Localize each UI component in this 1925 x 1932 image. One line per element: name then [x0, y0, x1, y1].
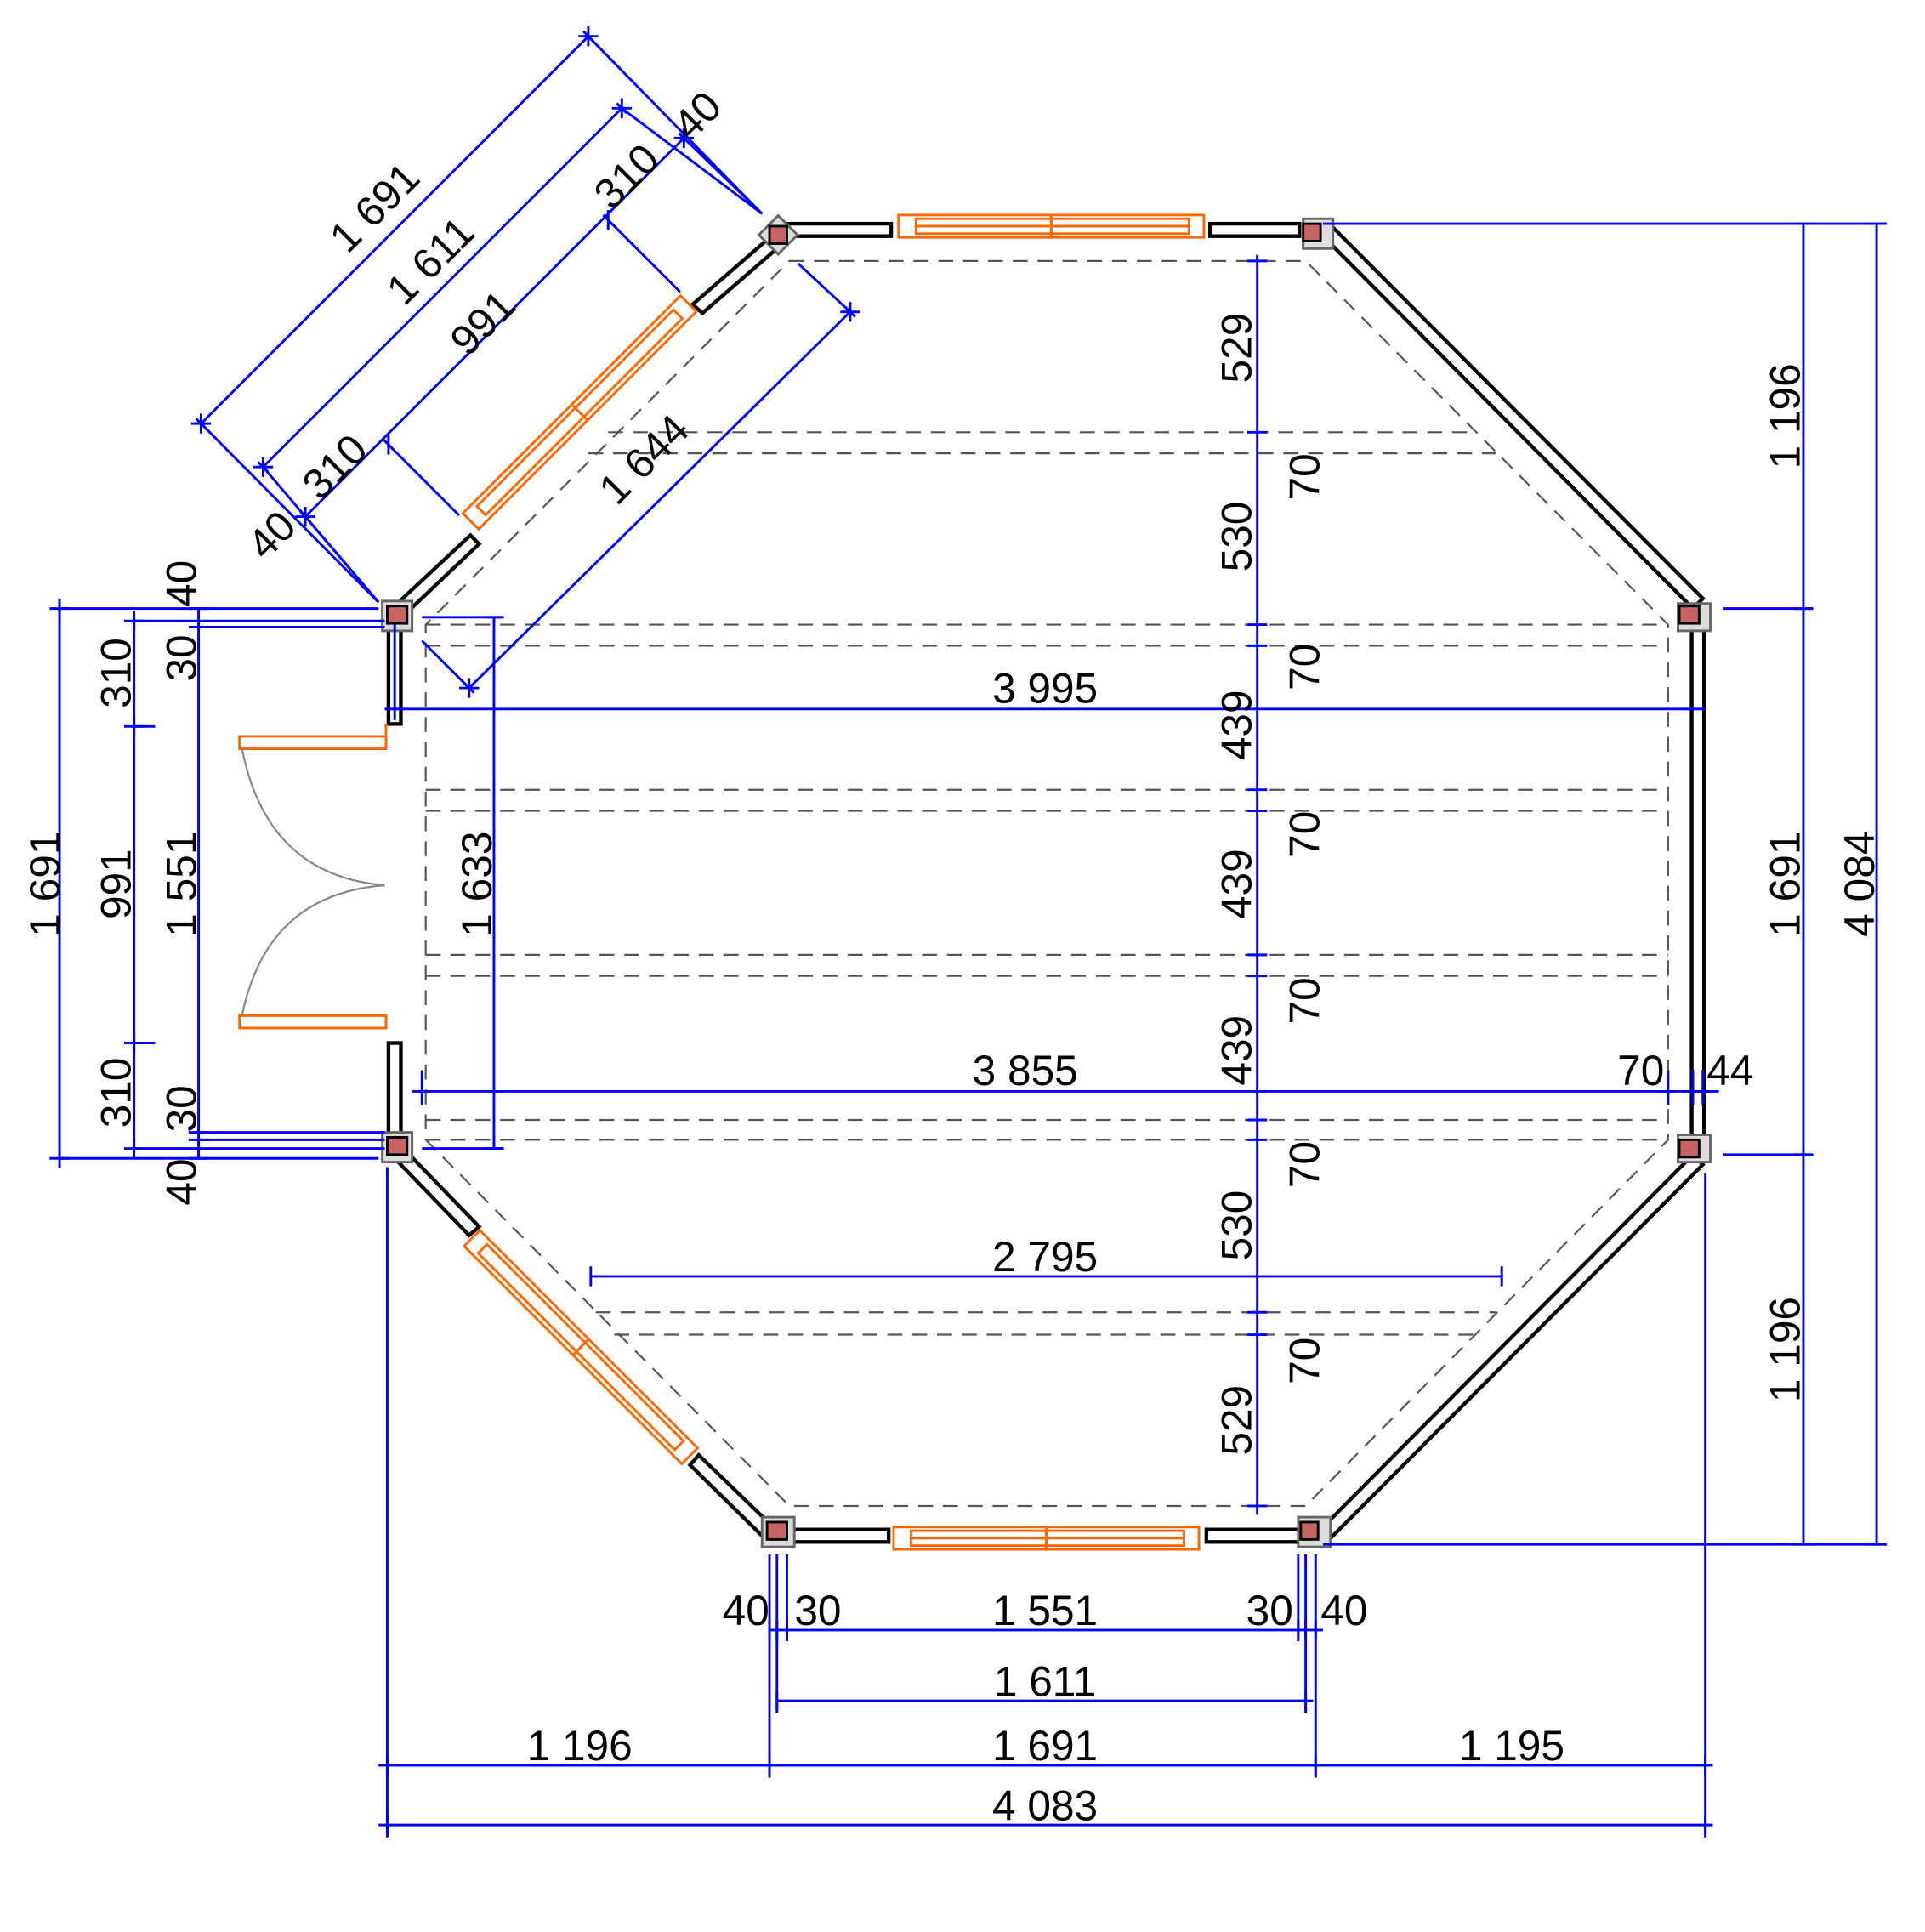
dim-left-310a: 310 [92, 638, 139, 708]
post-bottom-left [760, 1515, 796, 1548]
dim-chain-0: 529 [1212, 313, 1260, 384]
dim-bot-30a: 30 [794, 1587, 841, 1634]
dimension-lines [58, 35, 1887, 1838]
dim-chain-1: 70 [1281, 453, 1329, 500]
dim-left-1551: 1 551 [158, 832, 206, 937]
dim-tl-310b: 310 [293, 425, 377, 509]
dim-tl-1611: 1 611 [378, 207, 484, 314]
dim-2795: 2 795 [992, 1233, 1098, 1281]
dim-left-1691: 1 691 [21, 832, 69, 937]
dim-bot-4083: 4 083 [992, 1781, 1098, 1829]
dim-left-991: 991 [92, 849, 139, 919]
windows [461, 213, 1206, 1551]
dim-tl-40b: 40 [238, 502, 305, 569]
dim-chain-3: 70 [1281, 644, 1329, 690]
dim-3995: 3 995 [992, 665, 1098, 713]
dim-3855: 3 855 [973, 1047, 1078, 1094]
dimension-ticks [49, 26, 1887, 1835]
corner-posts [381, 213, 1712, 1548]
dim-chain-2: 530 [1212, 502, 1260, 572]
dim-tl-40a: 40 [664, 82, 731, 149]
dim-bot-1195: 1 195 [1459, 1722, 1564, 1770]
post-bottom-right [1297, 1515, 1332, 1548]
dim-chain-5: 70 [1281, 811, 1329, 858]
post-right-lower [1677, 1134, 1712, 1164]
dim-tl-991: 991 [440, 281, 524, 364]
dim-chain-4: 439 [1212, 690, 1260, 760]
post-top-left [757, 213, 800, 257]
dim-right-top: 1 196 [1762, 363, 1809, 469]
window-top-left [461, 293, 699, 531]
dim-bot-1611: 1 611 [994, 1657, 1096, 1705]
post-top-right [1302, 217, 1335, 250]
double-door [238, 724, 388, 1030]
dim-chain-6: 439 [1212, 849, 1260, 919]
dim-bot-30b: 30 [1246, 1587, 1293, 1634]
dim-chain-8: 439 [1212, 1015, 1260, 1086]
dim-chain-10: 530 [1212, 1190, 1260, 1261]
dim-left-30b: 30 [158, 1085, 206, 1132]
hidden-lines [424, 259, 1669, 1508]
dim-left-1633: 1 633 [453, 832, 501, 937]
dim-bot-1551: 1 551 [992, 1587, 1098, 1634]
window-bottom [892, 1526, 1201, 1551]
dim-right-mid: 1 691 [1762, 832, 1809, 937]
dim-chain-7: 70 [1281, 977, 1329, 1024]
dim-bot-1196: 1 196 [527, 1722, 633, 1770]
dim-bot-1691: 1 691 [992, 1722, 1098, 1770]
post-right-upper [1677, 602, 1712, 633]
dim-left-310b: 310 [92, 1057, 139, 1128]
dim-right-total: 4 084 [1836, 832, 1883, 937]
dim-70-right: 70 [1617, 1047, 1664, 1094]
dim-left-40b: 40 [158, 1158, 206, 1205]
post-left-lower [381, 1131, 414, 1164]
dim-bot-40b: 40 [1320, 1587, 1367, 1634]
dim-44: 44 [1706, 1047, 1753, 1094]
dim-bot-40a: 40 [723, 1587, 769, 1634]
dim-right-bot: 1 196 [1762, 1297, 1809, 1402]
post-left-upper [381, 599, 414, 633]
dim-chain-11: 70 [1281, 1338, 1329, 1384]
dim-tl-1644: 1 644 [590, 405, 698, 513]
dim-chain-12: 529 [1212, 1385, 1260, 1456]
dim-left-30a: 30 [158, 634, 206, 681]
dim-chain-9: 70 [1281, 1141, 1329, 1188]
window-bottom-left [462, 1228, 700, 1466]
dim-left-40a: 40 [158, 560, 206, 607]
dim-tl-310a: 310 [585, 134, 668, 218]
window-top [897, 213, 1206, 239]
